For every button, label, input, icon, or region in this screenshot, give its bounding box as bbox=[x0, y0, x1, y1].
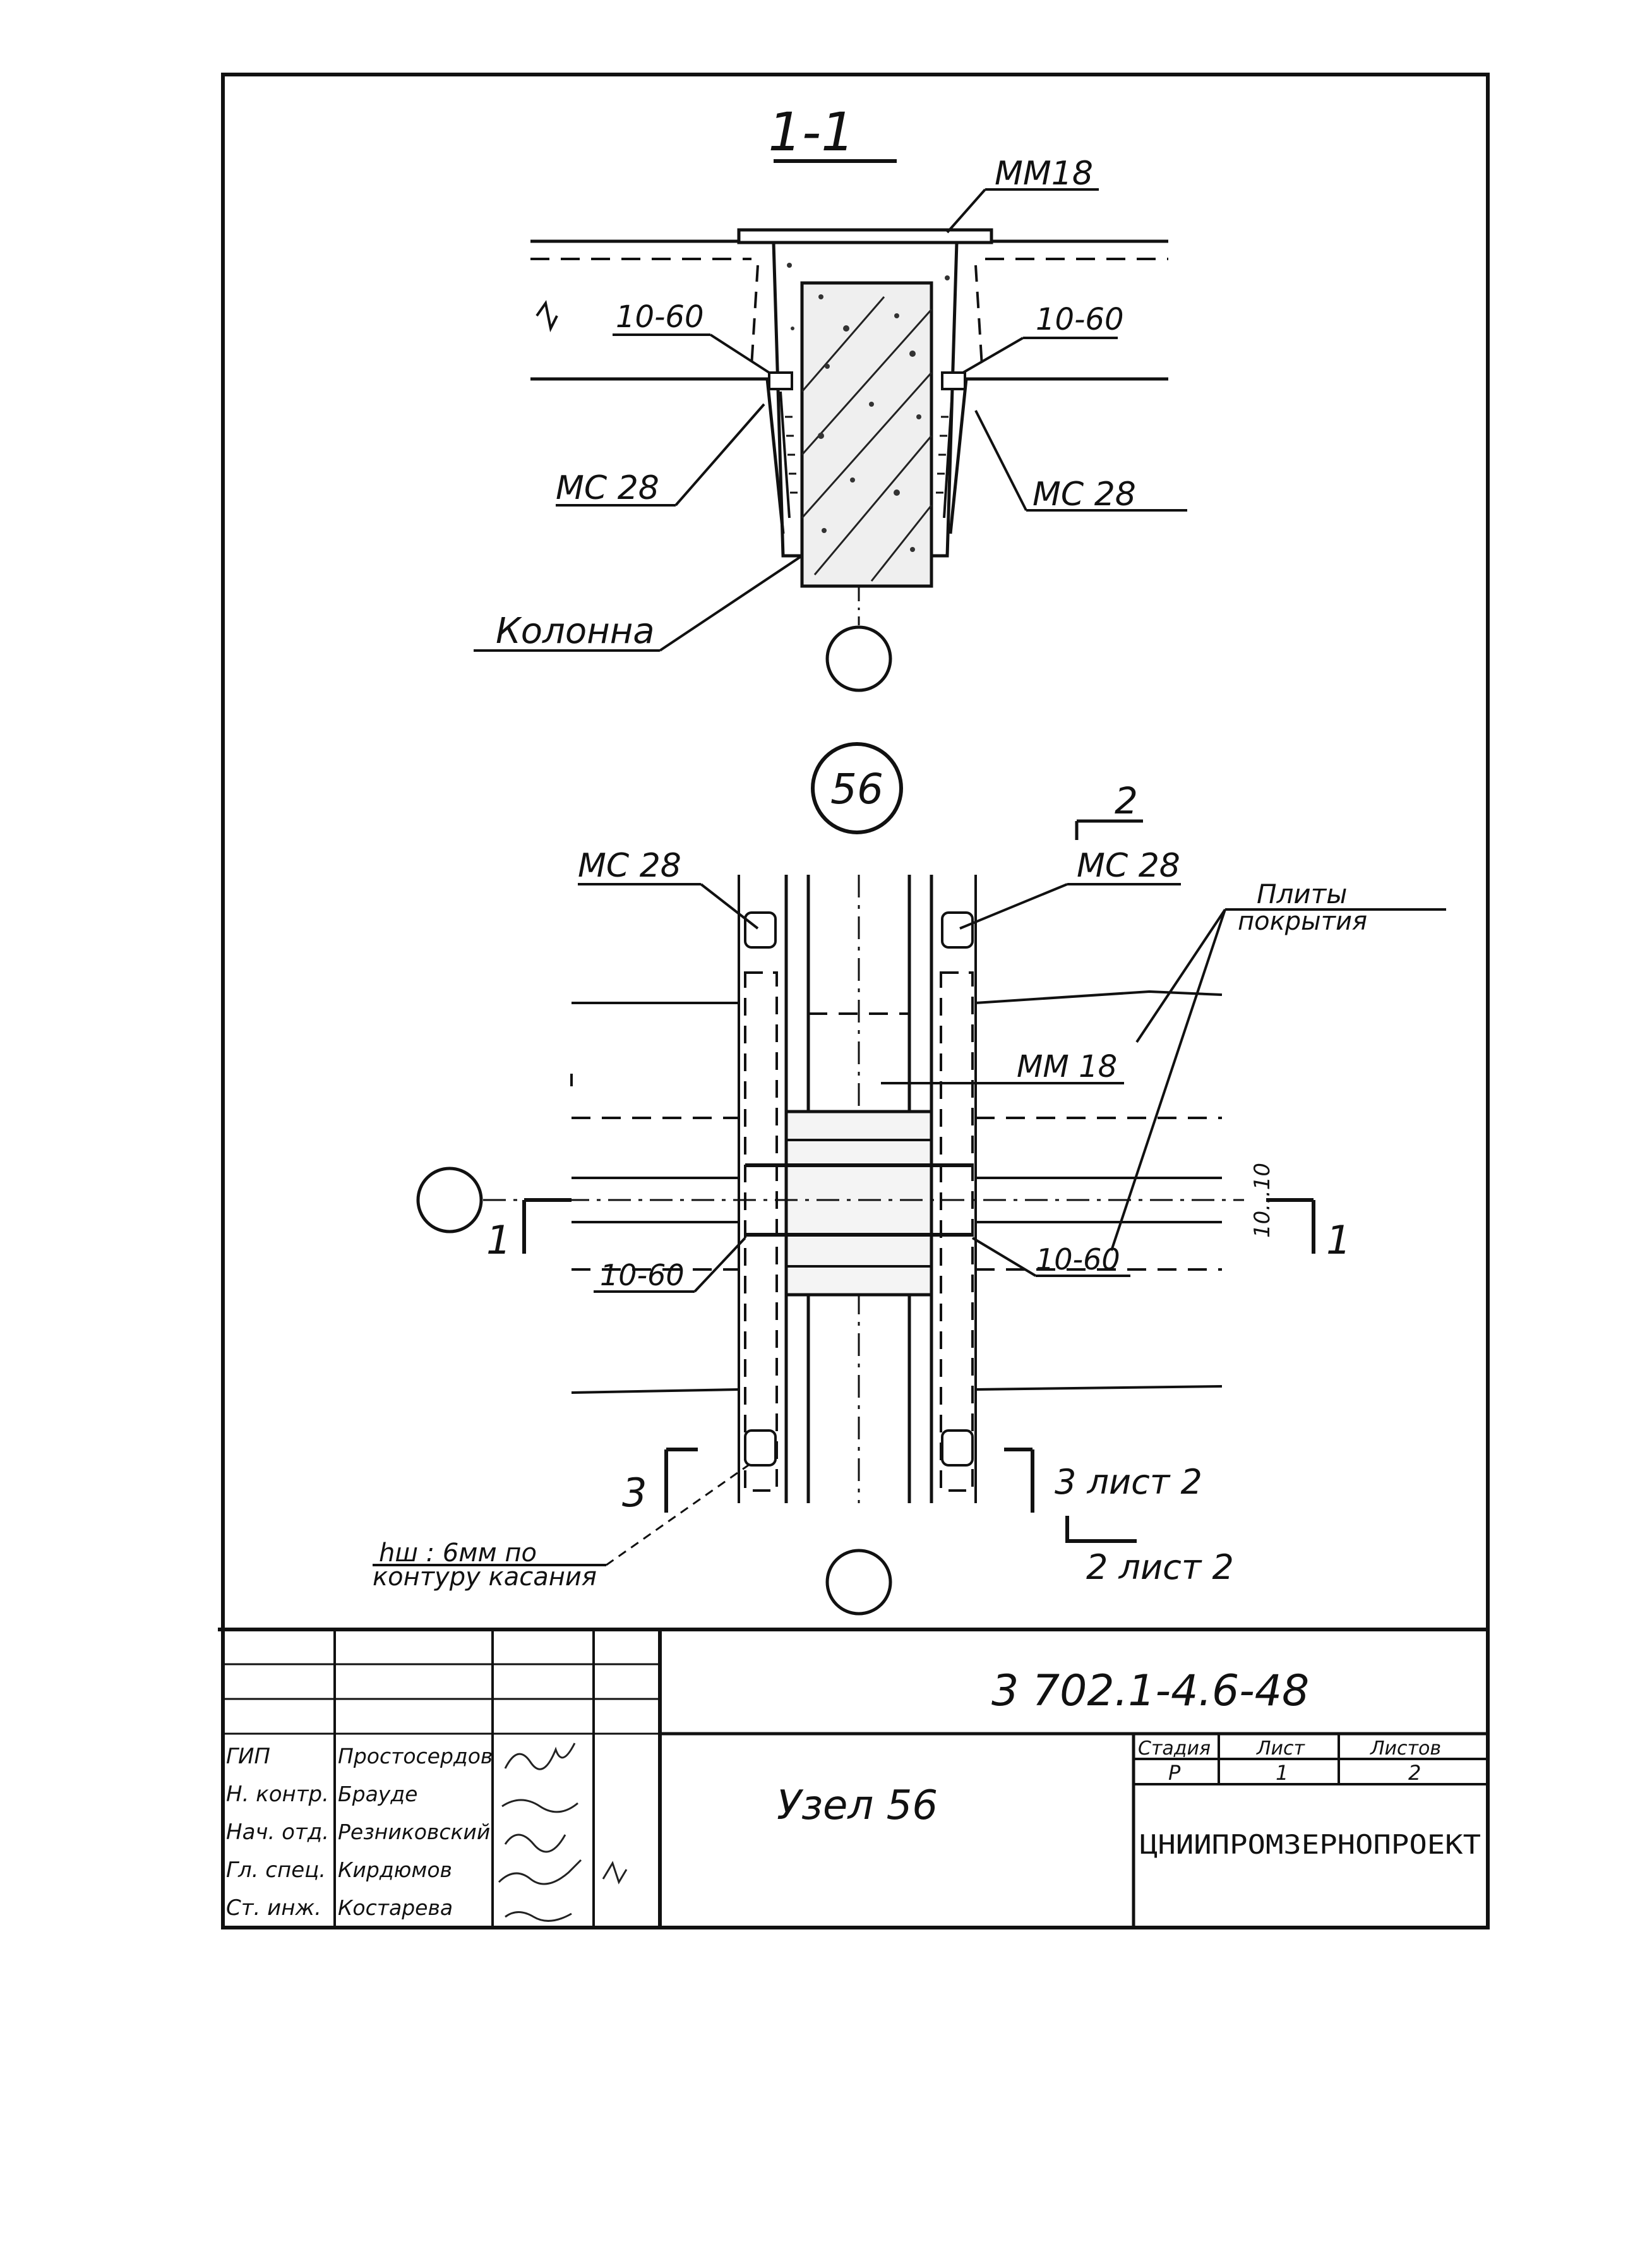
cut-1-left-mark bbox=[522, 1198, 572, 1254]
tb-title: Узел 56 bbox=[777, 1782, 938, 1829]
tb-name-1: Простосердов bbox=[338, 1744, 493, 1768]
tb-name-2: Брауде bbox=[338, 1782, 417, 1806]
mc28-plate-bottom-left bbox=[744, 1429, 777, 1467]
cut-2-ref-mark bbox=[1065, 1516, 1137, 1543]
title-block: 3 702.1-4.6-48 Узел 56 Стадия Лист Листо… bbox=[218, 1628, 1488, 1928]
mc28-right-detail bbox=[936, 371, 982, 534]
plan-weld-left-label: 10-60 bbox=[600, 1258, 685, 1292]
axis-bubble-bottom bbox=[825, 1549, 892, 1616]
tb-doc-code: 3 702.1-4.6-48 bbox=[991, 1666, 1309, 1716]
mc28-plate-bottom-right bbox=[941, 1429, 974, 1467]
slab-line-left-2 bbox=[571, 1388, 739, 1394]
tb-stage-header: Стадия bbox=[1138, 1737, 1211, 1760]
weld-left-leader bbox=[709, 333, 770, 374]
signatures bbox=[498, 1743, 628, 1922]
slab-line-right-2 bbox=[975, 1385, 1223, 1391]
cut-2-mark bbox=[1075, 819, 1143, 840]
slab-break-mark bbox=[536, 300, 558, 333]
cut-3-right-mark bbox=[1004, 1448, 1034, 1513]
mm18-plan-box bbox=[784, 1110, 933, 1297]
tb-sheets-header: Листов bbox=[1370, 1737, 1441, 1760]
plan-weld-left-leader bbox=[693, 1237, 746, 1293]
plan-mm18-label: ММ 18 bbox=[1017, 1049, 1117, 1084]
tb-stage: Р bbox=[1168, 1761, 1181, 1785]
plates-label-line2: покрытия bbox=[1238, 907, 1367, 936]
cut-3-left-mark bbox=[664, 1448, 698, 1513]
tb-name-4: Кирдюмов bbox=[338, 1857, 452, 1882]
tb-name-5: Костарева bbox=[338, 1895, 453, 1920]
tb-role-5: Ст. инж. bbox=[226, 1895, 321, 1921]
tb-role-3: Нач. отд. bbox=[226, 1820, 329, 1845]
column-label: Колонна bbox=[496, 611, 655, 652]
tb-sheet-header: Лист bbox=[1256, 1737, 1306, 1760]
slab-end-right bbox=[974, 265, 983, 367]
cut-2-label: 2 bbox=[1115, 779, 1138, 822]
tb-role-1: ГИП bbox=[226, 1744, 270, 1769]
ref-2-label: 2 лист 2 bbox=[1086, 1547, 1234, 1587]
tb-sheets: 2 bbox=[1408, 1761, 1421, 1785]
seam-note-line2: контуру касания bbox=[373, 1563, 597, 1592]
slab-end-left bbox=[750, 265, 759, 367]
sheet-frame bbox=[221, 73, 1490, 1929]
axis-bubble-left bbox=[416, 1167, 483, 1233]
column-hatch bbox=[801, 296, 933, 582]
mc28-plate-top-left bbox=[744, 911, 777, 949]
plan-mc28-right-leader bbox=[959, 883, 1068, 930]
node-56-plan: 56 2 bbox=[373, 742, 1446, 1616]
mm18-plate bbox=[737, 228, 993, 244]
plates-leader-2 bbox=[1110, 909, 1226, 1251]
mc28-left-leader bbox=[674, 403, 765, 507]
plates-label-line1: Плиты bbox=[1257, 879, 1347, 909]
section-1-1: 1-1 bbox=[474, 101, 1187, 692]
tb-name-3: Резниковский bbox=[338, 1820, 490, 1844]
cut-1-right-mark bbox=[1266, 1198, 1315, 1254]
axis-bubble-top bbox=[825, 625, 892, 692]
plan-mc28-left-label: МС 28 bbox=[578, 847, 681, 885]
tb-sheet: 1 bbox=[1276, 1761, 1288, 1785]
slab-line-right-1 bbox=[975, 990, 1223, 1004]
node-marker-label: 56 bbox=[830, 765, 883, 813]
dim-joint-label: 10...10 bbox=[1250, 1163, 1275, 1238]
plan-weld-right-leader bbox=[971, 1237, 1037, 1277]
weld-right-leader bbox=[962, 337, 1024, 374]
plates-leader-1 bbox=[1135, 908, 1226, 1043]
seam-note-leader bbox=[606, 1464, 749, 1566]
mm18-leader bbox=[946, 188, 986, 234]
plan-weld-right-label: 10-60 bbox=[1036, 1242, 1120, 1276]
plan-mc28-left-leader bbox=[700, 883, 759, 930]
tb-role-4: Гл. спец. bbox=[226, 1857, 326, 1883]
cut-3-left-label: 3 bbox=[622, 1470, 647, 1516]
cut-1-right-label: 1 bbox=[1326, 1217, 1351, 1263]
weld-right-label: 10-60 bbox=[1036, 302, 1123, 337]
ref-3-label: 3 лист 2 bbox=[1055, 1462, 1202, 1502]
tb-role-2: Н. контр. bbox=[226, 1782, 329, 1807]
plate-right-dashed bbox=[940, 971, 974, 1492]
weld-left-label: 10-60 bbox=[616, 299, 703, 335]
column-leader bbox=[659, 555, 803, 652]
mc28-right-leader bbox=[974, 410, 1027, 511]
cut-1-left-label: 1 bbox=[486, 1217, 511, 1263]
seam-note-line1: hш : 6мм по bbox=[379, 1539, 537, 1568]
mc28-right-label: МС 28 bbox=[1032, 476, 1136, 513]
mm18-label: ММ18 bbox=[995, 155, 1093, 193]
tb-organization: ЦНИИПРОМЗЕРНОПРОЕКТ bbox=[1140, 1829, 1481, 1860]
mc28-plate-top-right bbox=[941, 911, 974, 949]
plan-mc28-right-label: МС 28 bbox=[1077, 847, 1180, 885]
section-title: 1-1 bbox=[768, 101, 854, 163]
node-marker-circle bbox=[811, 742, 903, 834]
mc28-left-label: МС 28 bbox=[556, 469, 659, 507]
plate-left-dashed bbox=[744, 971, 778, 1492]
mc28-left-detail bbox=[751, 371, 798, 534]
